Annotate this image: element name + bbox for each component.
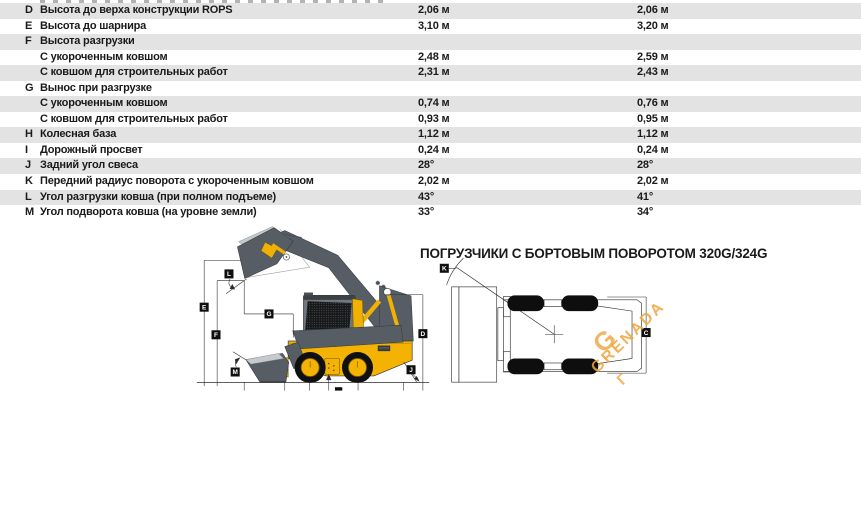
spec-row-f: F Высота разгрузки [0,34,861,50]
cell-letter: J [25,159,31,172]
access-panel [324,358,340,375]
cell-v2: 0,95 м [637,112,669,125]
dim-label-l: L [224,269,234,279]
cell-label: Задний угол свеса [40,159,138,172]
svg-text:K: K [442,266,447,273]
svg-text:M: M [232,369,237,376]
front-wheel [294,351,326,383]
dim-label-c: C [641,328,651,338]
cell-label: Угол подворота ковша (на уровне земли) [40,206,257,219]
spec-row-m: M Угол подворота ковша (на уровне земли) 3… [0,205,861,221]
loader-side-view: L E F G M D J [196,226,430,391]
cell-v2: 2,02 м [637,175,669,188]
cell-v1: 2,06 м [418,4,450,16]
loader-top-view: K C [439,257,651,383]
cell-label: Высота до верха конструкции ROPS [40,4,233,16]
dim-label-m: M [230,367,240,377]
spec-row-sub4: С ковшом для строительных работ 2,31 м 2,4… [0,65,861,81]
cell-v2: 0,76 м [637,97,669,110]
cell-v1: 2,48 м [418,50,450,63]
cell-v2: 28° [637,159,654,172]
spec-row-h: H Колесная база 1,12 м 1,12 м [0,127,861,143]
svg-text:J: J [409,367,413,374]
cell-v1: 28° [418,159,435,172]
cell-v1: 0,93 м [418,112,450,125]
cell-v2: 2,43 м [637,66,669,79]
cell-letter: L [25,190,32,203]
cell-letter: E [25,19,33,32]
cell-label: Высота разгрузки [40,35,135,48]
spec-row-d: D Высота до верха конструкции ROPS 2,06 м 2… [0,3,861,19]
cell-label: С укороченным ковшом [40,50,168,63]
wheels-top-view [507,295,599,375]
cell-label: С укороченным ковшом [40,97,168,110]
dim-label-g: G [264,309,274,319]
cropped-dim-label [334,387,343,391]
dim-label-f: F [211,330,221,340]
cell-v2: 1,12 м [637,128,669,141]
cell-v1: 1,12 м [418,128,450,141]
cell-v1: 33° [418,206,435,219]
cell-v1: 3,10 м [418,19,450,32]
cell-v2: 0,24 м [637,143,669,156]
spec-row-i: I Дорожный просвет 0,24 м 0,24 м [0,143,861,159]
cell-v2: 3,20 м [637,19,669,32]
cell-letter: D [25,4,33,16]
svg-text:G: G [266,311,271,318]
svg-text:L: L [227,271,231,278]
spec-table: D Высота до верха конструкции ROPS 2,06 м 2… [0,0,861,221]
cell-letter: M [25,206,34,219]
cell-label: Дорожный просвет [40,143,143,156]
cell-v2: 2,06 м [637,4,669,16]
cell-label: Колесная база [40,128,117,141]
cell-label: С ковшом для строительных работ [40,66,228,79]
svg-text:E: E [202,304,207,311]
cell-label: Вынос при разгрузке [40,81,152,94]
svg-text:F: F [214,332,218,339]
spec-row-j: J Задний угол свеса 28° 28° [0,158,861,175]
svg-text:D: D [421,331,426,338]
spec-row-sub7: С ковшом для строительных работ 0,93 м 0,9… [0,112,861,128]
dim-label-d: D [418,329,428,339]
spec-row-e: E Высота до шарнира 3,10 м 3,20 м [0,19,861,35]
ground-bucket [245,353,290,383]
cell-letter: K [25,175,33,188]
dimension-diagram: L E F G M D J [196,226,668,391]
rear-wheel [341,351,374,383]
cell-v1: 0,24 м [418,143,450,156]
cell-label: Передний радиус поворота с укороченным к… [40,175,314,188]
cell-letter: H [25,128,33,141]
spec-row-k: K Передний радиус поворота с укороченным … [0,174,861,190]
dim-label-k: K [439,263,449,273]
watermark-partial-letter: Г [614,371,632,389]
spec-row-sub6: С укороченным ковшом 0,74 м 0,76 м [0,96,861,112]
spec-row-g: G Вынос при разгрузке [0,81,861,97]
section-heading: ПОГРУЗЧИКИ С БОРТОВЫМ ПОВОРОТОМ 320G/324… [420,246,768,261]
cell-letter: G [25,81,34,94]
spec-row-sub3: С укороченным ковшом 2,48 м 2,59 м [0,50,861,66]
cell-label: С ковшом для строительных работ [40,112,228,125]
cell-v1: 2,31 м [418,66,450,79]
cell-v1: 0,74 м [418,97,450,110]
bucket-top-view [451,286,460,383]
cell-v1: 2,02 м [418,175,450,188]
spec-row-l: L Угол разгрузки ковша (при полном подъем… [0,189,861,206]
dim-label-e: E [199,302,209,312]
dim-label-j: J [406,365,416,375]
cropped-top-row [40,0,390,3]
svg-text:C: C [644,330,649,337]
cell-v1: 43° [418,190,435,203]
cell-letter: I [25,143,28,156]
cell-label: Угол разгрузки ковша (при полном подъеме… [40,190,276,203]
cell-letter: F [25,35,32,48]
cell-v2: 2,59 м [637,50,669,63]
cell-v2: 41° [637,190,654,203]
raised-bucket [237,226,294,279]
top-view-outline [451,286,642,383]
cell-v2: 34° [637,206,654,219]
cell-label: Высота до шарнира [40,19,147,32]
